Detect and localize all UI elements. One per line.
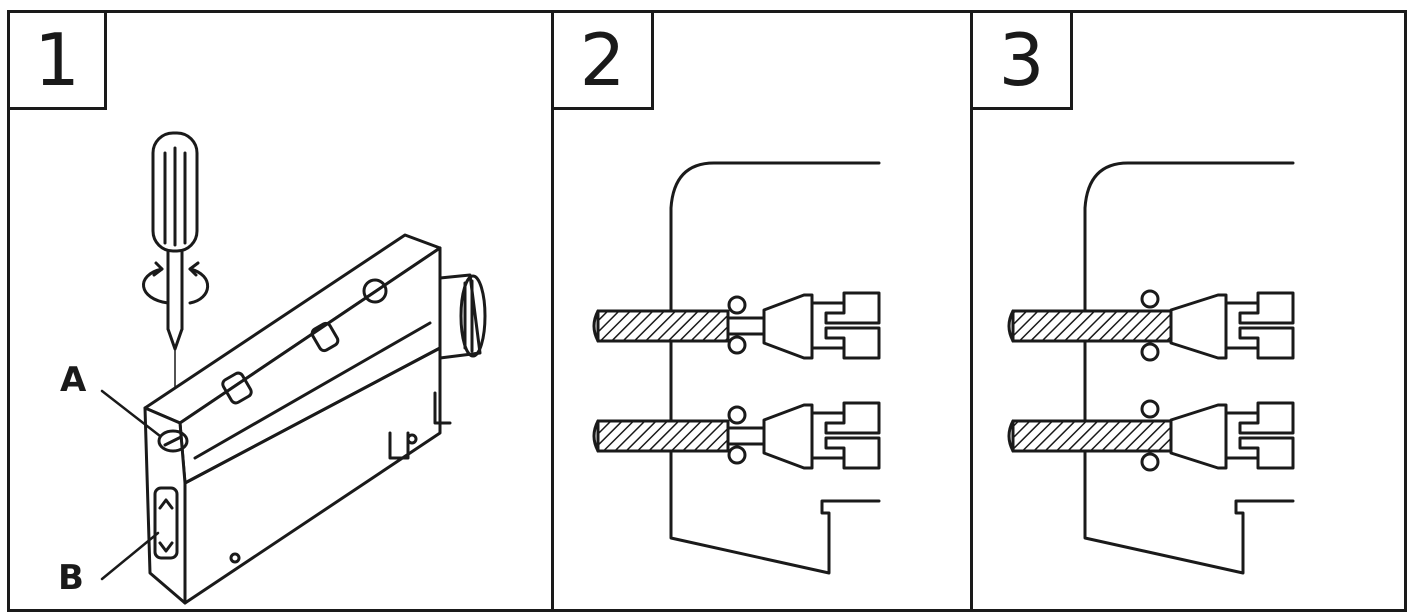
lock-lever-icon xyxy=(1169,293,1228,360)
panel-step-2: 2 xyxy=(551,10,973,612)
rotation-arrow-icon xyxy=(142,261,210,305)
sensor-housing-outline xyxy=(669,161,881,575)
fiber-connector-icon xyxy=(762,403,814,470)
fiber-cable-icon xyxy=(592,291,881,360)
step-number-2: 2 xyxy=(554,13,654,110)
fiber-connector-icon xyxy=(762,293,814,360)
step-number-3: 3 xyxy=(973,13,1073,110)
lock-lever-icon xyxy=(1169,403,1228,470)
fiber-insertion-unlocked xyxy=(592,161,881,575)
screwdriver-icon xyxy=(151,131,199,414)
sensor-housing-outline xyxy=(1083,161,1295,575)
panel-step-3: 3 xyxy=(970,10,1407,612)
sensor-body xyxy=(100,233,487,605)
fiber-cable-icon xyxy=(1007,399,1295,472)
fiber-cable-icon xyxy=(592,401,881,470)
panel-step-1: 1 xyxy=(7,10,554,612)
fiber-cable-icon xyxy=(1007,289,1295,362)
callout-b: B xyxy=(58,558,84,598)
step-number-1: 1 xyxy=(10,13,107,110)
callout-a: A xyxy=(60,360,87,400)
fiber-insertion-locked xyxy=(1007,161,1295,575)
sensor-illustration xyxy=(100,131,487,605)
